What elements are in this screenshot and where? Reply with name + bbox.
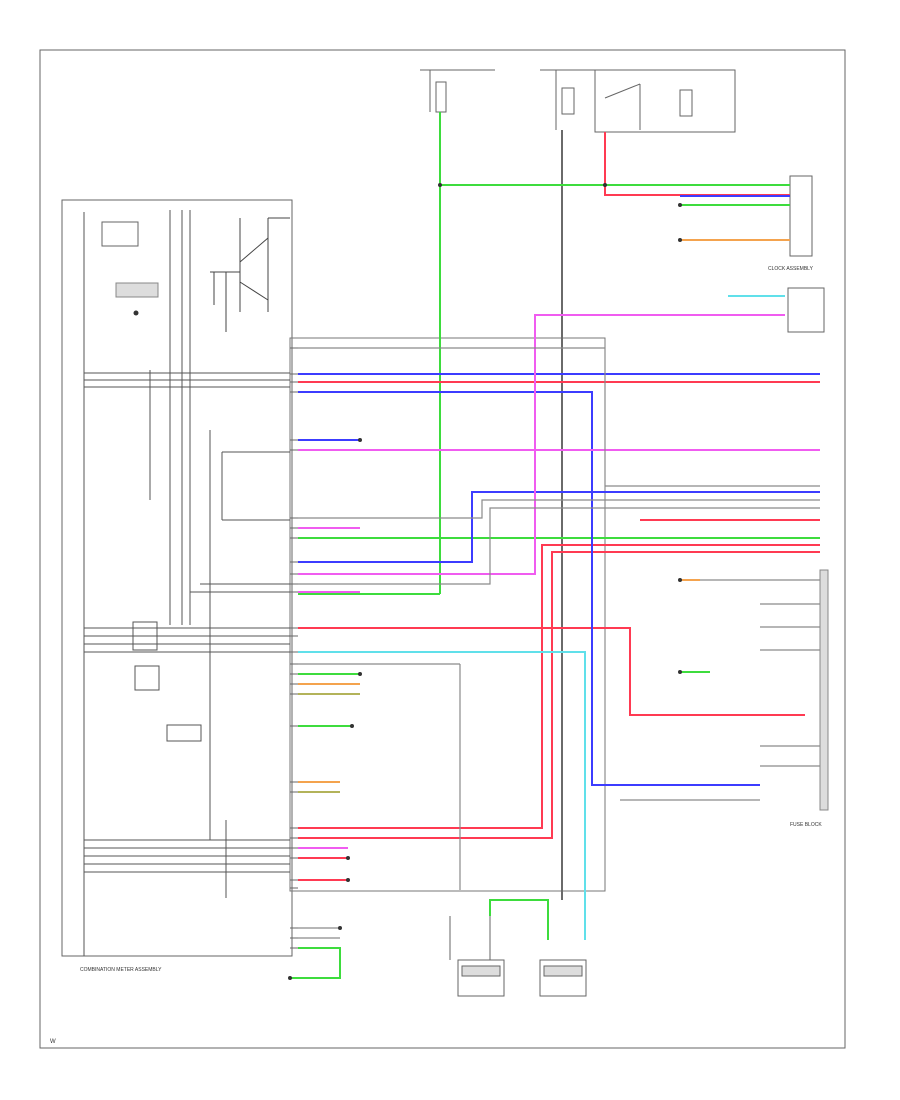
wire-red [298, 132, 820, 881]
meter-gauge [115, 282, 159, 298]
clock-assembly-label: CLOCK ASSEMBLY [768, 266, 814, 272]
logic-block-3 [166, 724, 202, 742]
page-code: W [50, 1039, 56, 1045]
transistor-symbol [210, 217, 290, 332]
meter-connector-pins [290, 347, 298, 949]
clock-assembly: CLOCK ASSEMBLY [768, 175, 814, 272]
wire-cyan [298, 295, 785, 940]
wire-blue [298, 195, 820, 786]
fuel-tank-sender [449, 916, 505, 997]
warning-indicator [101, 221, 139, 247]
right-bracket [819, 569, 829, 811]
logic-block-2 [134, 665, 160, 691]
combination-meter-assembly: COMBINATION METER ASSEMBLY [61, 199, 606, 973]
right-connector [787, 287, 825, 333]
fuse-block-label: FUSE BLOCK [790, 822, 822, 828]
diagram-frame [39, 49, 846, 1049]
fuse-box-left [420, 69, 495, 113]
connector-dots [133, 183, 682, 980]
fuel-sender [539, 959, 587, 997]
wire-gray-thin [298, 347, 820, 939]
wire-orange [298, 239, 790, 783]
wire-magenta [298, 314, 820, 849]
combination-meter-label: COMBINATION METER ASSEMBLY [80, 967, 162, 973]
fuse-box-right [540, 69, 736, 133]
wire-olive [298, 693, 360, 793]
meter-connector-block [289, 337, 606, 892]
